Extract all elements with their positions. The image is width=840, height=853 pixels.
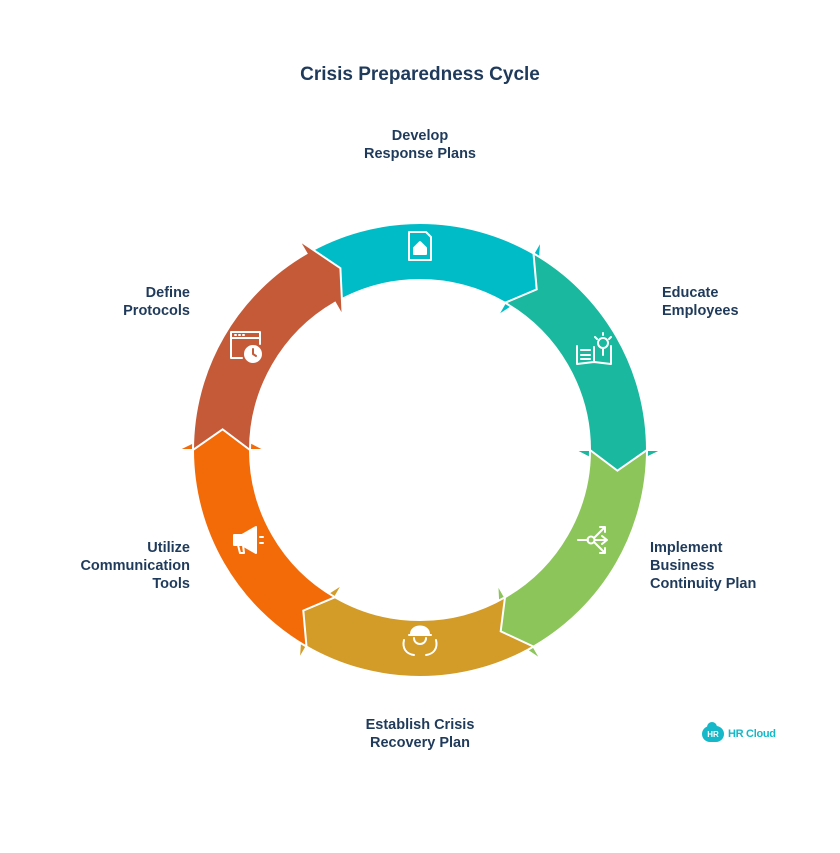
- label-line: Develop: [391, 128, 449, 144]
- hr-cloud-logo: HR HR Cloud: [702, 722, 776, 744]
- browser-clock-icon: [230, 331, 262, 363]
- label-line: Response Plans: [363, 146, 476, 162]
- label-line: Business: [650, 558, 715, 574]
- step-label-define-protocols: Define Protocols: [40, 284, 190, 320]
- label-line: Recovery Plan: [370, 735, 470, 751]
- step-label-establish-crisis-recovery-plan: Establish Crisis Recovery Plan: [335, 716, 505, 752]
- document-home-icon: [408, 231, 432, 261]
- step-label-implement-business-continuity-plan: Implement Business Continuity Plan: [650, 539, 820, 593]
- logo-badge: HR: [707, 729, 719, 739]
- worker-helmet-icon: [402, 625, 438, 656]
- label-line: Protocols: [123, 303, 190, 319]
- label-line: Communication: [80, 558, 190, 574]
- label-line: Employees: [662, 303, 739, 319]
- cycle-arrow-define-protocols: [191, 239, 344, 453]
- megaphone-icon: [233, 526, 264, 554]
- label-line: Implement: [650, 540, 723, 556]
- cycle-arrow-implement-business-continuity-plan: [496, 447, 649, 661]
- cloud-icon: HR: [702, 722, 724, 742]
- label-line: Tools: [152, 576, 190, 592]
- label-line: Establish Crisis: [365, 717, 475, 733]
- diagram-title: Crisis Preparedness Cycle: [300, 64, 540, 85]
- step-label-develop-response-plans: Develop Response Plans: [345, 127, 495, 163]
- label-line: Define: [145, 285, 190, 301]
- label-line: Utilize: [147, 540, 190, 556]
- book-lightbulb-icon: [576, 332, 612, 365]
- label-line: Educate: [662, 285, 719, 301]
- label-line: Continuity Plan: [650, 576, 757, 592]
- step-label-utilize-communication-tools: Utilize Communication Tools: [40, 539, 190, 593]
- logo-text: HR Cloud: [728, 728, 776, 740]
- share-network-icon: [577, 526, 608, 554]
- step-label-educate-employees: Educate Employees: [662, 284, 812, 320]
